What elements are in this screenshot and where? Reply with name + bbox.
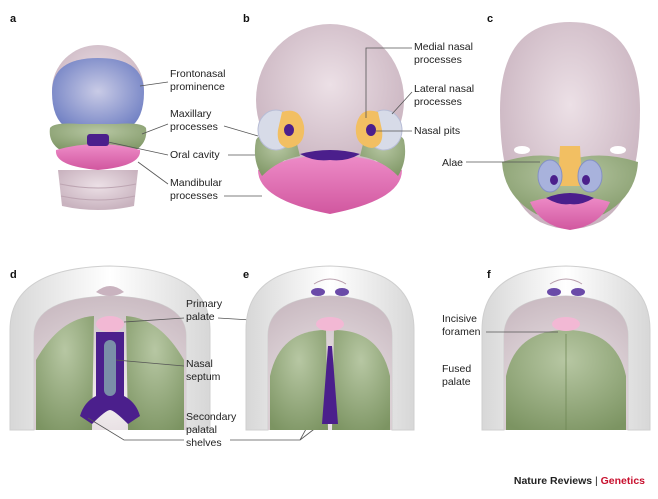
panel-label-c: c — [487, 13, 493, 25]
panel-label-f: f — [487, 269, 491, 281]
panel-label-e: e — [243, 269, 249, 281]
panel-f: f — [481, 265, 651, 431]
panel-d-labels: Primary palate Nasal septum Secondary pa… — [87, 298, 353, 449]
panel-b-labels: Medial nasal processes Lateral nasal pro… — [365, 41, 474, 137]
palatal-shelf-right-e — [332, 330, 390, 430]
panel-label-b: b — [243, 13, 250, 25]
label-secondary-2: palatal — [186, 424, 217, 436]
panel-label-d: d — [10, 269, 17, 281]
panel-label-a: a — [10, 13, 17, 25]
label-maxillary-1: Maxillary — [170, 108, 212, 120]
panel-c: c — [487, 13, 640, 230]
primary-palate-e — [316, 317, 344, 331]
palatal-shelf-left-e — [270, 330, 328, 430]
mandibular-processes-a — [55, 144, 141, 170]
panel-a: a — [10, 13, 147, 210]
panel-e: e — [243, 265, 415, 431]
label-incisive-1: Incisive — [442, 313, 477, 325]
frontonasal-prominence-a — [52, 58, 144, 132]
oral-cavity-b — [300, 150, 360, 161]
label-medial-nasal-2: processes — [414, 54, 462, 66]
label-lateral-nasal-1: Lateral nasal — [414, 83, 474, 95]
credit-text: Nature Reviews | Genetics — [514, 475, 645, 487]
palatal-shelf-right-d — [126, 316, 184, 430]
label-nasal-septum-1: Nasal — [186, 358, 213, 370]
nasal-pit-right-b — [366, 124, 376, 136]
label-incisive-2: foramen — [442, 326, 481, 338]
credit-section: Genetics — [601, 475, 646, 487]
nasal-septum-d — [104, 340, 116, 396]
label-fused-1: Fused — [442, 363, 471, 375]
label-medial-nasal-1: Medial nasal — [414, 41, 473, 53]
panel-b: b — [243, 13, 406, 214]
label-maxillary-2: processes — [170, 121, 218, 133]
nasal-bridge-c — [558, 146, 582, 186]
panel-d: d — [9, 265, 211, 431]
label-frontonasal-2: prominence — [170, 81, 225, 93]
oral-cavity-e — [322, 346, 338, 424]
label-mandibular-2: processes — [170, 190, 218, 202]
panel-a-labels: Frontonasal prominence Maxillary process… — [107, 68, 300, 202]
label-fused-2: palate — [442, 376, 471, 388]
panel-c-labels: Alae — [442, 157, 540, 169]
nasal-pit-left-b — [284, 124, 294, 136]
label-nasal-septum-2: septum — [186, 371, 221, 383]
label-secondary-3: shelves — [186, 437, 222, 449]
label-frontonasal-1: Frontonasal — [170, 68, 225, 80]
label-lateral-nasal-2: processes — [414, 96, 462, 108]
label-primary-palate-2: palate — [186, 311, 215, 323]
label-nasal-pits: Nasal pits — [414, 125, 460, 137]
label-primary-palate-1: Primary — [186, 298, 223, 310]
mandibular-processes-b — [258, 155, 402, 214]
credit-separator: | — [592, 475, 601, 487]
credit-line: Nature Reviews | Genetics — [514, 475, 645, 487]
oral-cavity-a — [87, 134, 109, 146]
neck-a — [58, 170, 138, 210]
panel-f-labels: Incisive foramen Fused palate — [442, 313, 558, 388]
alae-right-c — [577, 159, 603, 193]
palatal-shelf-left-d — [36, 316, 94, 430]
primary-palate-d — [96, 316, 124, 332]
credit-journal: Nature Reviews — [514, 475, 592, 487]
label-alae: Alae — [442, 157, 463, 169]
alae-left-c — [537, 159, 563, 193]
label-oral-cavity: Oral cavity — [170, 149, 220, 161]
label-mandibular-1: Mandibular — [170, 177, 222, 189]
incisive-foramen-f — [552, 317, 580, 331]
label-secondary-1: Secondary — [186, 411, 237, 423]
mandibular-c — [530, 196, 610, 230]
